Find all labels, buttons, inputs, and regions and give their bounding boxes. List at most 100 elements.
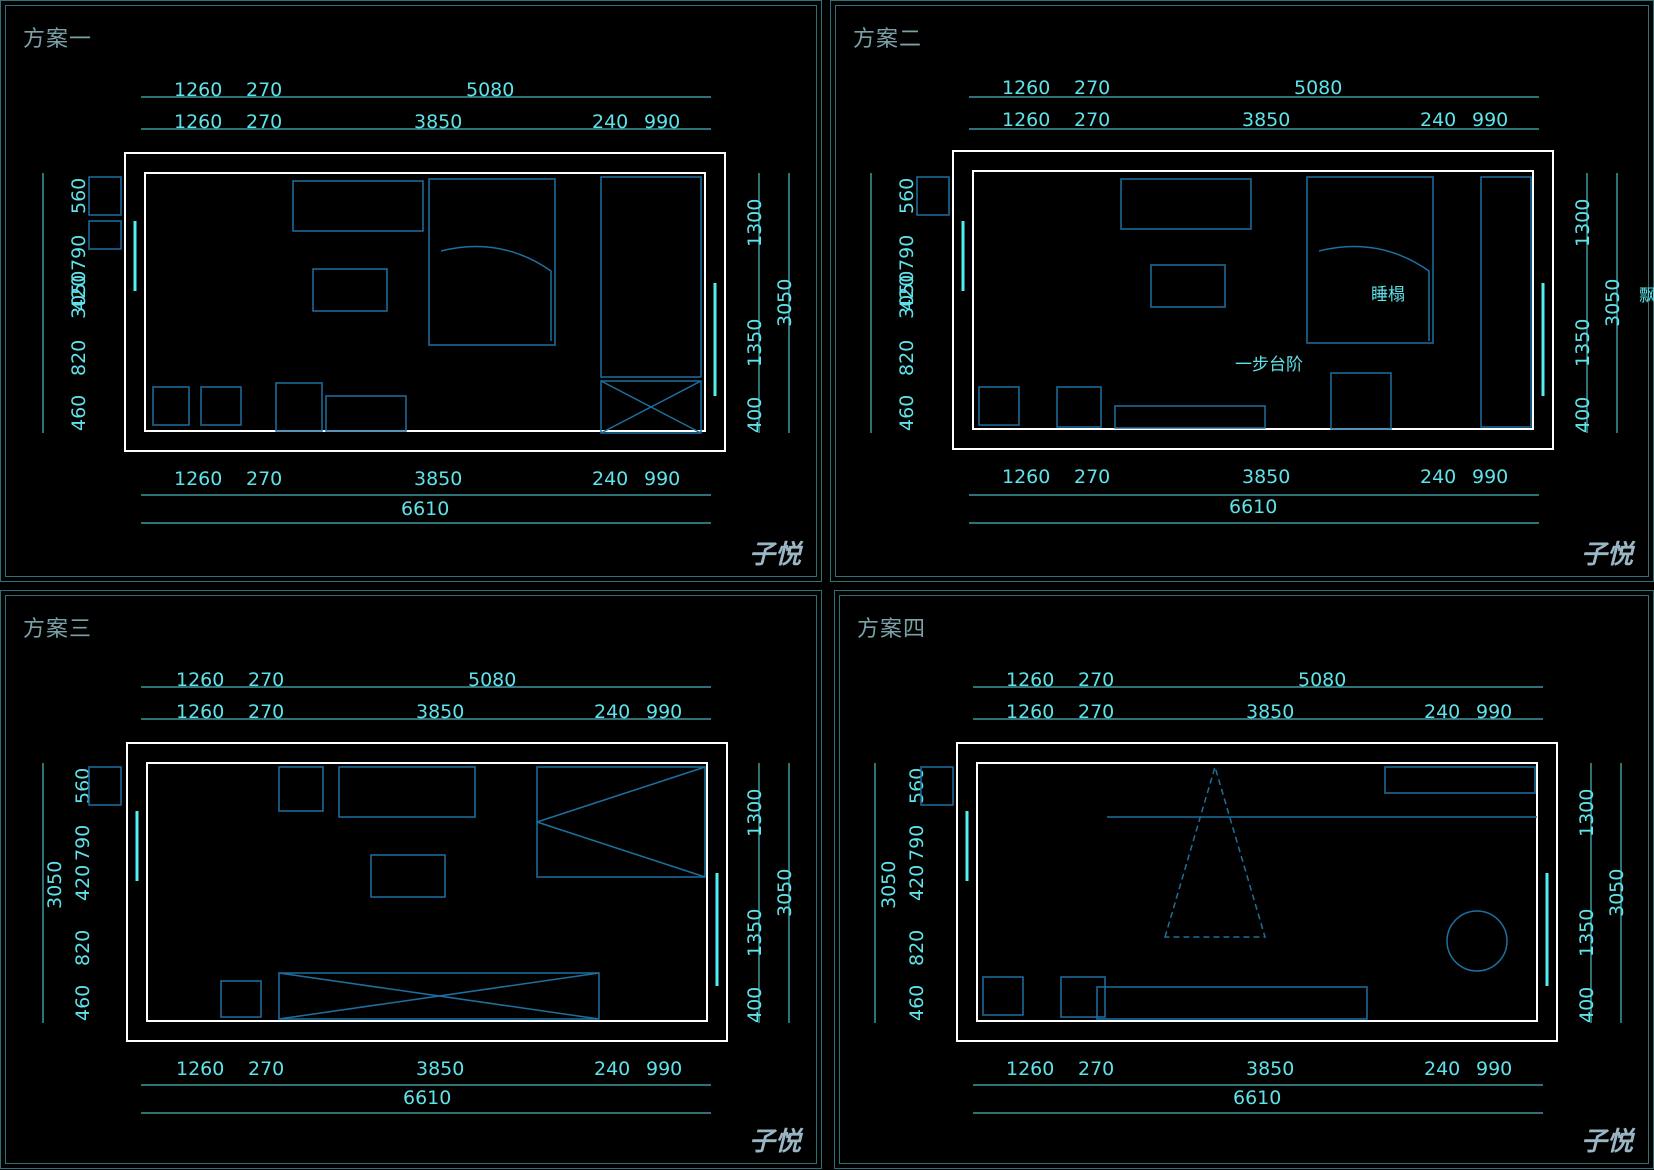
floor-plan-4: 1260 270 5080 1260 270 3850 240 990 1260… (874, 669, 1628, 1114)
dim-right-1: 1300 (1576, 789, 1598, 837)
label-bay-window: 飘 (1639, 286, 1654, 306)
dim-top-total-3: 5080 (1294, 77, 1342, 99)
dim-top-3: 3850 (414, 111, 462, 133)
dim-top-3: 3850 (1246, 701, 1294, 723)
panel-frame (835, 5, 1649, 577)
dim-bottom-1: 1260 (1006, 1058, 1054, 1080)
dim-top-total-1: 1260 (1006, 669, 1054, 691)
dim-bottom-4: 240 (594, 1058, 630, 1080)
dim-right-2: 1350 (1576, 909, 1598, 957)
panel-title: 方案二 (853, 27, 923, 52)
dim-top-4: 240 (592, 111, 628, 133)
plan-panel-3: 方案三 1260 270 5080 1260 270 3850 240 990 … (0, 590, 822, 1169)
signature: 子悦 (1580, 540, 1633, 570)
dim-top-total-1: 1260 (176, 669, 224, 691)
plan-panel-4: 方案四 1260 270 5080 1260 270 3850 240 990 … (834, 590, 1654, 1169)
panel-title: 方案一 (23, 27, 93, 52)
panel-frame (5, 5, 817, 577)
dim-left-1: 560 (68, 178, 90, 214)
dim-bottom-total: 6610 (403, 1087, 451, 1109)
dim-top-2: 270 (1074, 109, 1110, 131)
floor-plan-1: 1260 270 5080 1260 270 3850 240 990 1260… (42, 79, 796, 524)
dim-top-2: 270 (1078, 701, 1114, 723)
dim-bottom-total: 6610 (1229, 496, 1277, 518)
furniture (88, 176, 702, 434)
dim-right-total: 3050 (1602, 279, 1624, 327)
dim-right-3: 400 (744, 397, 766, 433)
dim-bottom-1: 1260 (174, 468, 222, 490)
dim-right-3: 400 (1576, 987, 1598, 1023)
dim-bottom-2: 270 (246, 468, 282, 490)
dim-left-3: 420 (896, 275, 918, 311)
dim-right-1: 1300 (1572, 199, 1594, 247)
dim-right-2: 1350 (744, 319, 766, 367)
walls (126, 742, 728, 1042)
dim-bottom-3: 3850 (1242, 466, 1290, 488)
dim-left-5: 460 (68, 395, 90, 431)
dim-top-5: 990 (1476, 701, 1512, 723)
dim-bottom-1: 1260 (1002, 466, 1050, 488)
dim-bottom-5: 990 (644, 468, 680, 490)
dim-bottom-2: 270 (248, 1058, 284, 1080)
dim-top-4: 240 (594, 701, 630, 723)
dim-bottom-3: 3850 (1246, 1058, 1294, 1080)
dim-top-5: 990 (1472, 109, 1508, 131)
dim-bottom-3: 3850 (416, 1058, 464, 1080)
dim-left-4: 820 (906, 930, 928, 966)
label-sleeping-couch: 睡榻 (1371, 285, 1405, 305)
dim-left-total: 3050 (68, 271, 90, 319)
dim-bottom-2: 270 (1074, 466, 1110, 488)
dim-left-2: 790 (72, 825, 94, 861)
dim-bottom-1: 1260 (176, 1058, 224, 1080)
dim-top-total-3: 5080 (468, 669, 516, 691)
dim-left-total: 3050 (878, 861, 900, 909)
dim-left-5: 460 (896, 395, 918, 431)
furniture (920, 764, 1537, 1020)
walls (124, 152, 726, 452)
dim-top-5: 990 (644, 111, 680, 133)
dim-right-total: 3050 (1606, 869, 1628, 917)
plan-panel-2: 方案二 1260 270 5080 1260 270 3850 240 990 … (830, 0, 1654, 582)
signature: 子悦 (748, 540, 801, 570)
label-one-step: 一步台阶 (1235, 355, 1303, 375)
plan-panel-1: 方案一 1260 270 5080 1260 270 3850 240 990 … (0, 0, 822, 582)
dim-bottom-5: 990 (646, 1058, 682, 1080)
dim-top-4: 240 (1424, 701, 1460, 723)
dim-top-1: 1260 (1006, 701, 1054, 723)
dim-top-5: 990 (646, 701, 682, 723)
dim-left-total: 3050 (44, 861, 66, 909)
windows (135, 811, 719, 986)
dim-top-total-1: 1260 (1002, 77, 1050, 99)
panel-title: 方案三 (23, 617, 93, 642)
dim-top-total-2: 270 (1078, 669, 1114, 691)
windows (961, 221, 1545, 396)
dim-left-5: 460 (72, 985, 94, 1021)
dim-top-total-3: 5080 (1298, 669, 1346, 691)
dim-top-total-2: 270 (1074, 77, 1110, 99)
dim-top-total-1: 1260 (174, 79, 222, 101)
dim-left-1: 560 (906, 768, 928, 804)
dim-bottom-2: 270 (1078, 1058, 1114, 1080)
dim-bottom-5: 990 (1476, 1058, 1512, 1080)
dim-left-4: 820 (72, 930, 94, 966)
dim-right-1: 1300 (744, 789, 766, 837)
dim-left-4: 820 (896, 340, 918, 376)
panel-frame (839, 595, 1649, 1164)
dim-right-total: 3050 (774, 279, 796, 327)
dim-right-2: 1350 (744, 909, 766, 957)
dim-bottom-5: 990 (1472, 466, 1508, 488)
dim-top-3: 3850 (1242, 109, 1290, 131)
dim-bottom-total: 6610 (1233, 1087, 1281, 1109)
walls (952, 150, 1554, 450)
dim-top-total-2: 270 (246, 79, 282, 101)
dim-right-1: 1300 (744, 199, 766, 247)
signature: 子悦 (748, 1127, 801, 1157)
windows (965, 811, 1549, 986)
dim-left-4: 820 (68, 340, 90, 376)
dim-bottom-4: 240 (1424, 1058, 1460, 1080)
dim-left-3: 420 (68, 275, 90, 311)
dim-bottom-total: 6610 (401, 498, 449, 520)
floor-plan-2: 1260 270 5080 1260 270 3850 240 990 1260… (870, 77, 1654, 524)
panel-frame (5, 595, 817, 1164)
dim-top-1: 1260 (176, 701, 224, 723)
